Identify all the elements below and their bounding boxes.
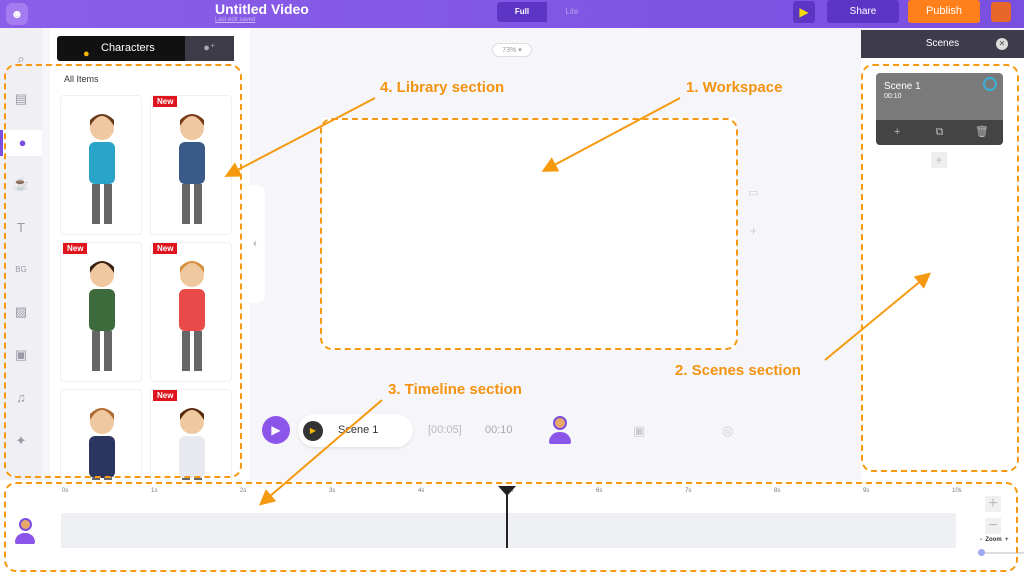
tool-rail: ⌕ ▤ ● ☕ T BG ▨ ▣ ♫ ✦: [0, 28, 42, 480]
preview-play-icon[interactable]: ▶: [793, 1, 815, 23]
zoom-out-button[interactable]: −: [985, 518, 1001, 534]
image-icon[interactable]: ▨: [14, 304, 28, 319]
scene-player[interactable]: ▶ Scene 1: [298, 414, 413, 447]
properties-icon[interactable]: ▤: [14, 91, 28, 106]
video-title[interactable]: Untitled Video: [215, 1, 309, 17]
character-icon[interactable]: [549, 416, 571, 446]
trash-icon[interactable]: 🗑: [974, 126, 989, 138]
tab-characters[interactable]: ● Characters: [57, 36, 185, 61]
character-card[interactable]: [60, 95, 142, 235]
close-icon[interactable]: ✕: [996, 38, 1008, 50]
comment-icon[interactable]: ▭: [748, 187, 759, 199]
total-time: 00:10: [485, 424, 513, 436]
screenshot-icon[interactable]: ◎: [722, 423, 734, 438]
new-badge: New: [153, 390, 178, 401]
music-icon[interactable]: ♫: [16, 390, 26, 405]
library-tabs: ● Characters ●⁺: [57, 36, 234, 61]
canvas[interactable]: [322, 118, 736, 350]
timeline-tick: 4s: [418, 488, 425, 494]
character-figure: [89, 114, 115, 224]
tab-characters-label: Characters: [101, 42, 155, 54]
new-badge: New: [153, 96, 178, 107]
tab-custom-character[interactable]: ●⁺: [185, 36, 234, 61]
top-bar: ☻ Untitled Video Last edit saved Full Li…: [0, 0, 1024, 28]
mode-full[interactable]: Full: [497, 2, 547, 22]
zoom-label: Zoom: [985, 537, 1002, 543]
playhead-handle[interactable]: [498, 486, 516, 496]
scenes-panel: Scenes ✕ Scene 1 00:10 + ⧉ 🗑 +: [861, 30, 1024, 480]
mode-toggle[interactable]: Full Lite: [497, 2, 597, 22]
duplicate-icon[interactable]: ⧉: [935, 126, 944, 138]
character-card[interactable]: New: [150, 95, 232, 235]
scenes-header: Scenes ✕: [861, 30, 1024, 58]
characters-icon[interactable]: ●: [0, 130, 42, 156]
timeline-tick: 7s: [685, 488, 692, 494]
effects-icon[interactable]: ✦: [15, 433, 27, 448]
character-track-icon: [14, 518, 36, 546]
annotation-box-workspace: [320, 118, 738, 350]
scene-duration: 00:10: [884, 93, 902, 100]
timeline-track[interactable]: [61, 513, 956, 548]
zoom-minus[interactable]: -: [980, 537, 982, 543]
play-scene-icon[interactable]: ▶: [303, 421, 323, 441]
save-status: Last edit saved: [215, 17, 256, 23]
character-figure: [179, 114, 205, 224]
share-button[interactable]: Share: [827, 0, 899, 23]
video-icon[interactable]: ▣: [633, 423, 646, 438]
timeline-tick: 6s: [596, 488, 603, 494]
zoom-select[interactable]: 73% ▾: [492, 43, 532, 57]
collapse-library-button[interactable]: ‹: [245, 185, 265, 303]
character-card[interactable]: New: [60, 242, 142, 382]
logo-menu[interactable]: ☻: [6, 3, 28, 25]
scene-select-icon[interactable]: [983, 77, 997, 91]
timeline-tick: 8s: [774, 488, 781, 494]
publish-button[interactable]: Publish: [908, 0, 980, 23]
annotation-box-library: [4, 64, 242, 478]
timeline-tick: 1s: [151, 488, 158, 494]
section-label: All Items: [64, 74, 99, 84]
annotation-scenes: 2. Scenes section: [675, 362, 801, 379]
zoom-in-button[interactable]: +: [985, 496, 1001, 512]
background-icon[interactable]: BG: [15, 265, 27, 274]
scene-name: Scene 1: [884, 81, 921, 92]
zoom-slider[interactable]: [978, 549, 1024, 556]
current-time: [00:05]: [428, 424, 462, 436]
add-icon[interactable]: +: [893, 126, 901, 138]
annotation-box-scenes: [861, 64, 1019, 472]
player-scene-name: Scene 1: [338, 424, 379, 436]
person-icon: ●: [83, 48, 90, 60]
mode-lite[interactable]: Lite: [565, 7, 579, 16]
add-scene-button[interactable]: +: [931, 152, 947, 168]
annotation-timeline: 3. Timeline section: [388, 381, 522, 398]
annotation-workspace: 1. Workspace: [686, 79, 783, 96]
scene-card[interactable]: Scene 1 00:10 + ⧉ 🗑: [876, 73, 1003, 145]
user-avatar[interactable]: [991, 2, 1011, 22]
timeline-tick: 9s: [863, 488, 870, 494]
text-icon[interactable]: T: [17, 220, 25, 235]
new-badge: New: [63, 243, 88, 254]
annotation-box-timeline: [4, 482, 1018, 572]
timeline-tick: 3s: [329, 488, 336, 494]
video-icon[interactable]: ▣: [14, 347, 28, 362]
annotation-library: 4. Library section: [380, 79, 505, 96]
props-icon[interactable]: ☕: [12, 176, 30, 191]
timeline-tick: 2s: [240, 488, 247, 494]
play-button[interactable]: ▶: [262, 416, 290, 444]
search-icon[interactable]: ⌕: [17, 51, 25, 66]
scenes-title: Scenes: [925, 38, 960, 49]
character-card[interactable]: New: [150, 242, 232, 382]
new-badge: New: [153, 243, 178, 254]
character-figure: [179, 261, 205, 371]
add-icon[interactable]: +: [750, 224, 758, 238]
timeline-tick: 0s: [62, 488, 69, 494]
timeline-tick: 10s: [952, 488, 962, 494]
zoom-plus[interactable]: +: [1005, 537, 1009, 543]
character-figure: [89, 261, 115, 371]
playhead[interactable]: [506, 486, 508, 548]
